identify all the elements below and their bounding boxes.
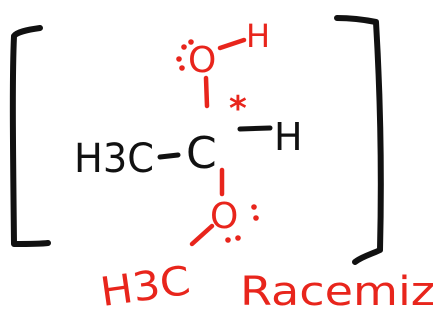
methyl-group-left: H3C [74, 136, 154, 182]
central-carbon: C [186, 128, 217, 179]
methyl-group-bottom: H3C [98, 258, 194, 316]
left-bracket [9, 25, 51, 247]
ether-lone-pairs [225, 204, 259, 243]
bond-methyl-carbon [157, 152, 181, 160]
methyl-group-left-label: H3C [74, 136, 154, 182]
hydroxyl-hydrogen: H [246, 17, 270, 55]
ether-oxygen: O [210, 196, 238, 237]
bond-carbon-hydrogen [237, 125, 273, 132]
hydroxyl-lone-pairs [176, 39, 194, 71]
racemization-note: Racemiz [240, 269, 435, 315]
hydrogen-right: H [274, 115, 303, 159]
bond-hydroxyl-carbon [203, 75, 210, 109]
bond-ether-oxygen-methyl [189, 223, 215, 247]
hydroxyl-oxygen: O [188, 40, 216, 81]
right-bracket [334, 15, 384, 265]
bond-oxygen-hydrogen [217, 37, 247, 51]
stereocenter-mark: * [229, 89, 247, 129]
